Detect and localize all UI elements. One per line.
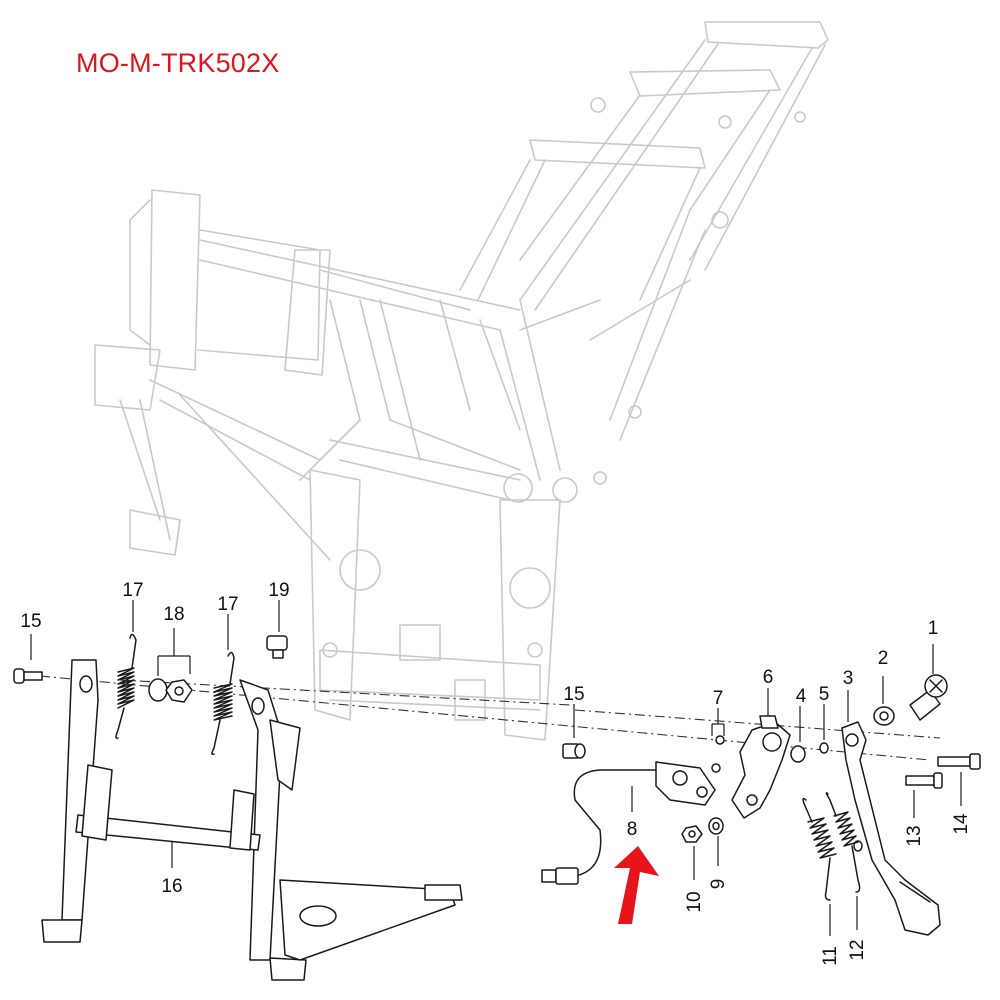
- callout-1: 1: [928, 618, 939, 639]
- callout-10: 10: [684, 891, 705, 912]
- callout-19: 19: [268, 580, 289, 601]
- part-4-collar: [790, 745, 806, 763]
- part-code-title: MO-M-TRK502X: [76, 48, 280, 78]
- part-13-bolt: [905, 772, 943, 789]
- callout-6: 6: [763, 667, 774, 688]
- callout-18: 18: [163, 604, 184, 625]
- callout-15-right: 15: [563, 684, 584, 705]
- highlight-arrow: [614, 846, 659, 924]
- part-5-washer: [819, 742, 829, 754]
- callout-4: 4: [796, 686, 807, 707]
- callout-labels: 15 17 18 17 19 16 15 7 6 4 5 3 2 1 8 9 1…: [20, 580, 972, 966]
- part-12-spring: [825, 792, 863, 893]
- callout-14: 14: [951, 813, 972, 835]
- callout-3: 3: [843, 668, 854, 689]
- leader-lines: [30, 600, 962, 936]
- callout-15-left: 15: [20, 611, 41, 632]
- callout-12: 12: [847, 939, 868, 960]
- callout-7: 7: [713, 688, 724, 709]
- part-9-washer: [708, 817, 724, 835]
- part-6-switch-bracket: [731, 715, 791, 819]
- part-1-pivot-bolt: [909, 674, 948, 721]
- part-3-side-stand: [841, 721, 941, 936]
- callout-13: 13: [904, 825, 925, 846]
- part-19-rubber-stopper: [266, 635, 288, 659]
- callout-8: 8: [627, 819, 638, 840]
- part-17-spring-left: [115, 633, 137, 740]
- part-15-bolt-left: [13, 668, 43, 684]
- callout-9: 9: [708, 879, 729, 890]
- part-18-nut-collar: [148, 678, 193, 703]
- part-15-bolt-right: [562, 743, 586, 759]
- part-14-bolt: [937, 753, 981, 770]
- callout-5: 5: [819, 684, 830, 705]
- part-8-sidestand-switch: [541, 761, 716, 885]
- assembly-axis-line: [574, 709, 941, 739]
- part-2-washer: [873, 706, 895, 726]
- part-11-spring: [802, 797, 837, 901]
- part-17-spring-right: [211, 651, 235, 756]
- callout-16: 16: [161, 876, 182, 897]
- motorcycle-frame: [94, 21, 829, 741]
- assembly-axis-line: [119, 679, 571, 706]
- callout-2: 2: [878, 648, 889, 669]
- part-10-nut: [681, 825, 703, 843]
- part-7-screws: [711, 735, 725, 773]
- callout-11: 11: [820, 946, 841, 966]
- callout-17-left: 17: [122, 580, 143, 601]
- part-16-center-stand: [41, 659, 463, 981]
- callout-17-right: 17: [217, 594, 238, 615]
